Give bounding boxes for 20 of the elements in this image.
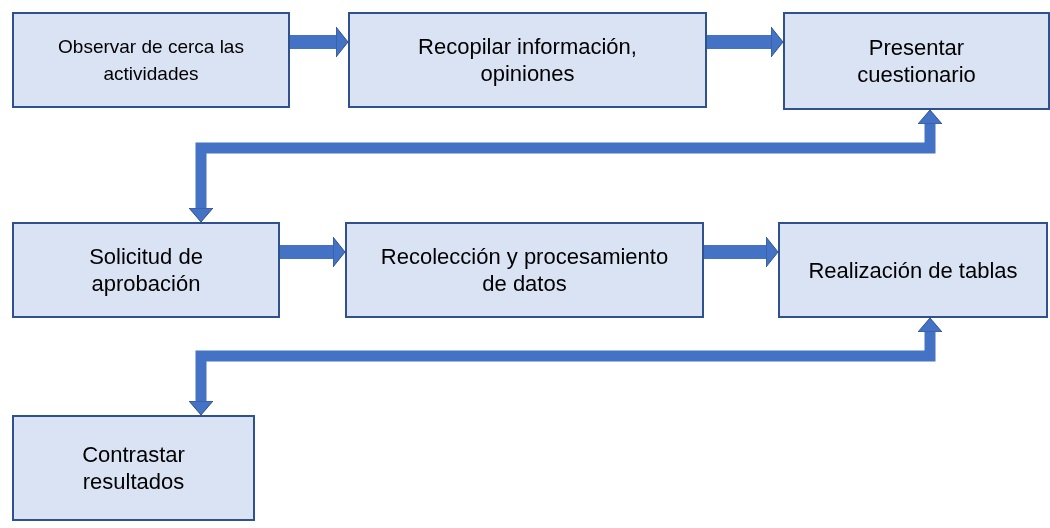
arrow — [188, 317, 943, 416]
process-box — [345, 222, 704, 318]
process-box — [12, 415, 255, 521]
process-box — [12, 222, 280, 318]
step-text: Observar de cerca las actividades — [57, 35, 245, 86]
step-text: Contrastar resultados — [81, 441, 186, 495]
process-box — [783, 12, 1050, 110]
arrow — [290, 26, 349, 58]
arrow — [280, 236, 346, 268]
process-box — [348, 12, 707, 108]
step-text: Recopilar información, opiniones — [417, 33, 638, 87]
step-text: Realización de tablas — [807, 256, 1019, 284]
arrow — [707, 26, 784, 58]
step-text: Recolección y procesamiento de datos — [379, 243, 670, 297]
step-text: Solicitud de aprobación — [88, 243, 204, 297]
arrow — [188, 109, 943, 223]
process-box — [12, 12, 290, 108]
arrow — [704, 236, 779, 268]
process-box — [778, 222, 1048, 318]
step-text: Presentar cuestionario — [856, 34, 977, 88]
